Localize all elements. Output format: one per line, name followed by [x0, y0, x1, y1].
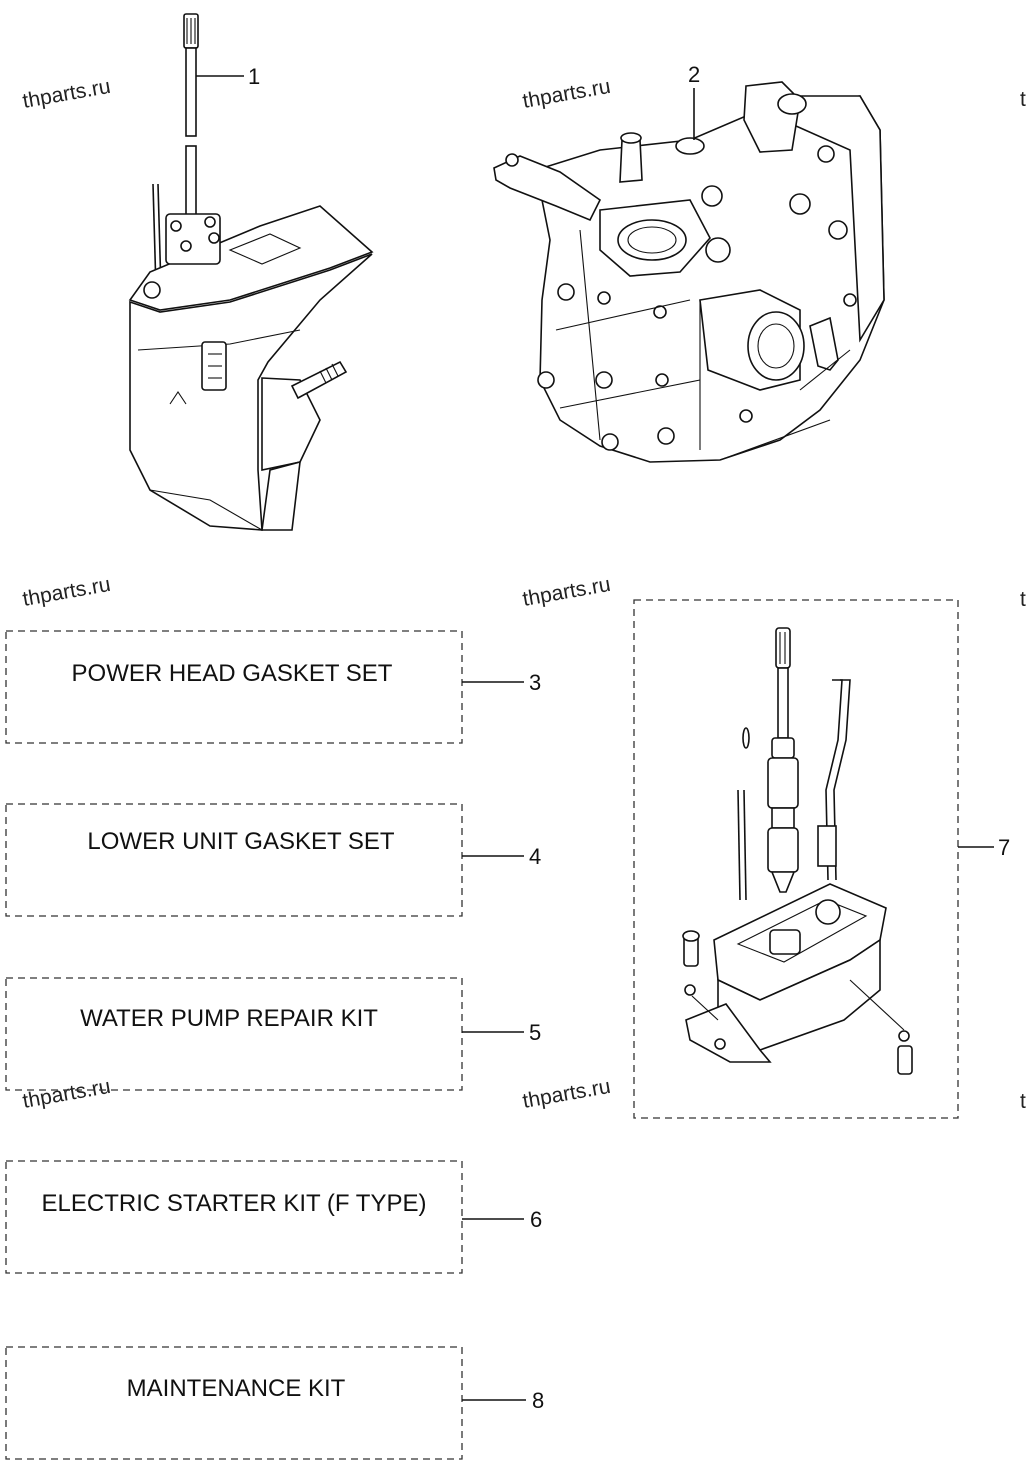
lower-unit-illustration	[128, 13, 374, 531]
callout-6: 6	[530, 1207, 542, 1232]
watermark-5: thparts.ru	[21, 1075, 112, 1113]
exhaust-guide-kit-illustration	[633, 599, 959, 1119]
power-head-illustration	[493, 81, 885, 463]
watermark-3: thparts.ru	[21, 573, 112, 611]
kit-label-lower-unit-gasket-set: LOWER UNIT GASKET SET	[87, 828, 395, 855]
kit-box-6: ELECTRIC STARTER KIT (F TYPE)	[5, 1160, 463, 1274]
callout-2: 2	[688, 62, 700, 87]
callout-4: 4	[529, 844, 541, 869]
watermark-edge-3: t	[1020, 1090, 1026, 1113]
watermark-1: thparts.ru	[21, 75, 112, 113]
kit-box-5: WATER PUMP REPAIR KIT	[5, 977, 463, 1091]
callouts: 1 2 3 4 5 6 7 8	[196, 62, 1010, 1413]
callout-8: 8	[532, 1388, 544, 1413]
callout-1: 1	[248, 64, 260, 89]
kit-label-electric-starter-kit: ELECTRIC STARTER KIT (F TYPE)	[42, 1190, 427, 1217]
callout-7: 7	[998, 835, 1010, 860]
kit-box-4: LOWER UNIT GASKET SET	[5, 803, 463, 917]
callout-3: 3	[529, 670, 541, 695]
watermark-2: thparts.ru	[521, 75, 612, 113]
kit-label-water-pump-repair-kit: WATER PUMP REPAIR KIT	[80, 1005, 378, 1032]
kit-label-maintenance-kit: MAINTENANCE KIT	[127, 1375, 346, 1402]
watermark-edge-2: t	[1020, 588, 1026, 611]
watermark-6: thparts.ru	[521, 1075, 612, 1113]
watermark-4: thparts.ru	[521, 573, 612, 611]
watermark-edge-1: t	[1020, 88, 1026, 111]
callout-5: 5	[529, 1020, 541, 1045]
kit-box-3: POWER HEAD GASKET SET	[5, 630, 463, 744]
kit-box-8: MAINTENANCE KIT	[5, 1346, 463, 1460]
kit-label-power-head-gasket-set: POWER HEAD GASKET SET	[72, 660, 393, 687]
